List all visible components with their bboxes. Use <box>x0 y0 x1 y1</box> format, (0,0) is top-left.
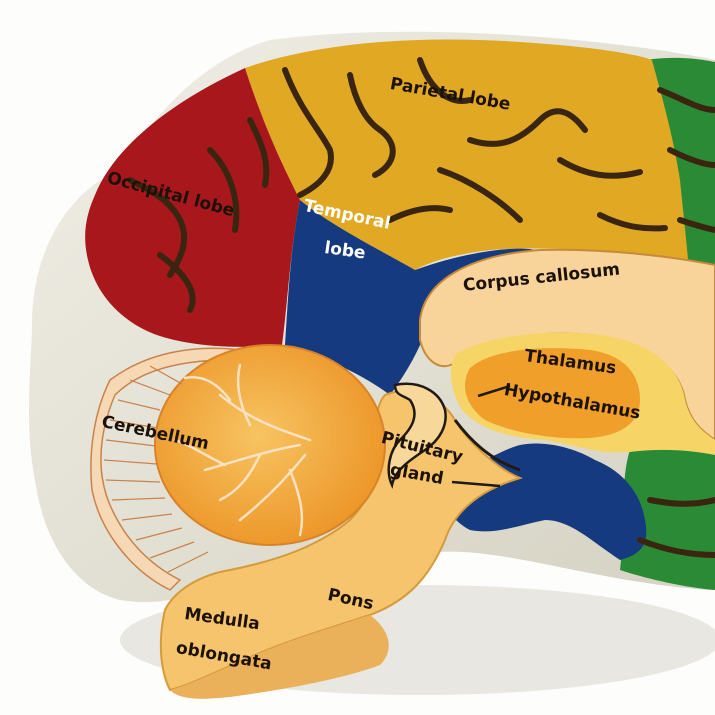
brain-diagram: Parietal lobe Occipital lobe Temporal lo… <box>0 0 715 715</box>
